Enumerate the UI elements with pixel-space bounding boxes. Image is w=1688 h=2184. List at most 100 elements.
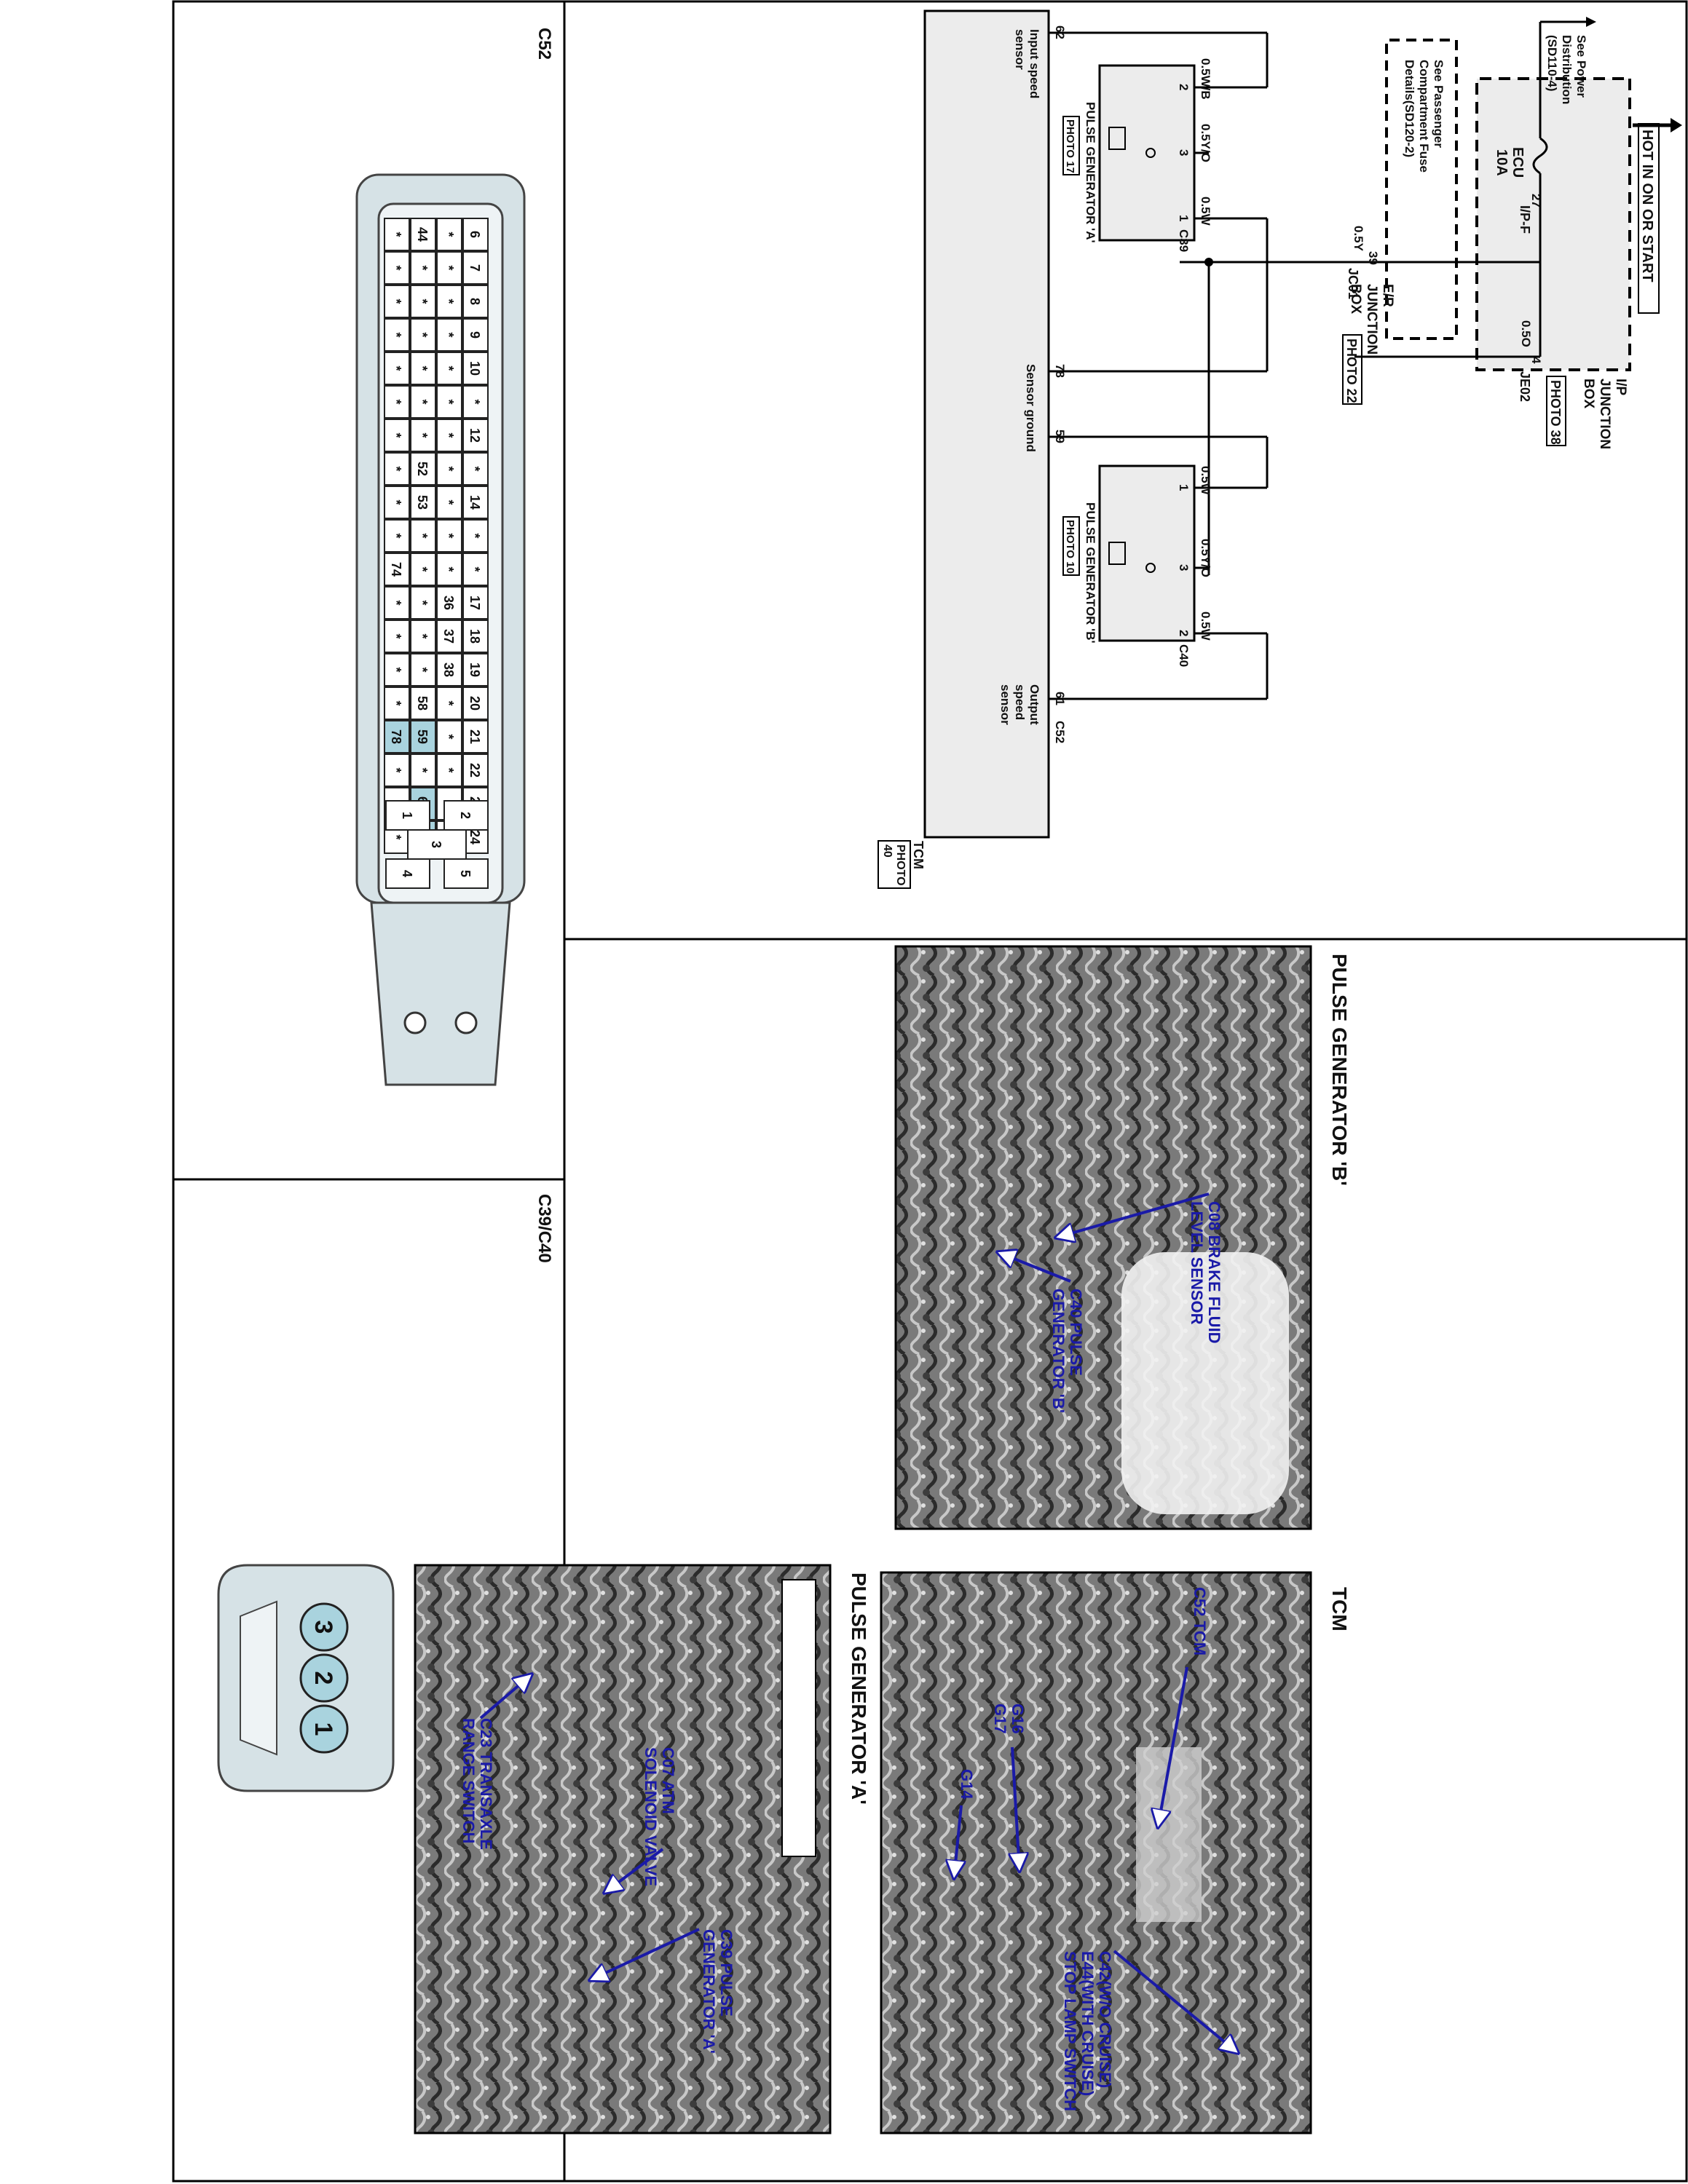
c52-pin: *: [410, 251, 436, 285]
passenger-note: See Passenger Compartment Fuse Details(S…: [1403, 60, 1446, 176]
c52-pin: *: [410, 285, 436, 318]
c52-pin: *: [462, 519, 489, 553]
pgb-callout-brake: C08 BRAKE FLUID LEVEL SENSOR: [1188, 1201, 1223, 1348]
c52-end-pin: 5: [443, 858, 489, 889]
c52-pin: *: [384, 419, 410, 452]
svg-text:37: 37: [441, 629, 456, 644]
c52-pin: 7: [462, 251, 489, 285]
tcm-photo: [880, 1571, 1312, 2134]
svg-text:*: *: [415, 298, 430, 304]
svg-text:*: *: [389, 633, 403, 638]
pgb-pin-left: 1: [1177, 484, 1191, 491]
svg-text:*: *: [441, 499, 456, 505]
svg-text:*: *: [389, 533, 403, 538]
c52-pin: *: [410, 318, 436, 352]
c52-end-pin: 1: [385, 800, 430, 831]
svg-text:74: 74: [389, 562, 403, 577]
tcm-photo-title: TCM: [1328, 1587, 1351, 1631]
tcm-pin-59: 59: [1053, 430, 1067, 443]
fuse-name: ECU: [1510, 147, 1526, 178]
svg-text:4: 4: [400, 870, 414, 877]
c52-pin: *: [436, 486, 462, 519]
c52-pin: 52: [410, 452, 436, 486]
c52-pin: 53: [410, 486, 436, 519]
c52-pin: *: [436, 687, 462, 720]
pga-pin-mid: 3: [1177, 149, 1191, 156]
pgb-wire-right: 0.5W: [1199, 612, 1212, 641]
c52-pin: 17: [462, 586, 489, 620]
pga-pin-right: 1: [1177, 215, 1191, 221]
tcm-pin-78: 78: [1053, 364, 1067, 378]
c52-connector-panel: C52 678910*12*14**1718192021222324******…: [355, 28, 554, 1086]
svg-text:*: *: [441, 432, 456, 438]
pga-wire-mid: 0.5Y/O: [1199, 124, 1212, 162]
svg-text:*: *: [389, 298, 403, 304]
svg-text:*: *: [415, 600, 430, 605]
svg-text:5: 5: [458, 870, 473, 877]
pgb-photo-title: PULSE GENERATOR 'B': [1328, 954, 1351, 1186]
tcm-callout-stop: C42(W/O CRUISE) E44(WITH CRUISE) STOP LA…: [1061, 1951, 1114, 2111]
tcm-pin-61: 61: [1053, 692, 1067, 705]
pga-callout-c39: C39 PULSE GENERATOR 'A': [700, 1929, 735, 2054]
photo-panels: PULSE GENERATOR 'B' C08 BRAKE FLUID LEVE…: [414, 945, 1351, 2134]
pulse-generator-b-box: [1098, 464, 1196, 642]
pga-wire-left: 0.5W/B: [1199, 58, 1212, 100]
svg-text:3: 3: [429, 841, 443, 848]
c52-pin: *: [436, 553, 462, 586]
svg-text:19: 19: [468, 662, 482, 677]
svg-text:44: 44: [415, 227, 430, 242]
svg-text:2: 2: [458, 812, 473, 819]
c39-pin-row: 321: [299, 1602, 349, 1754]
c52-pin: *: [410, 586, 436, 620]
pga-callout-c23: C23 TRANSAXLE RANGE SWITCH: [460, 1718, 495, 1854]
svg-text:52: 52: [415, 462, 430, 476]
c52-pin: *: [410, 553, 436, 586]
svg-text:*: *: [441, 533, 456, 538]
svg-text:*: *: [441, 767, 456, 772]
c52-pin: 58: [410, 687, 436, 720]
conn-ipf: I/P-F: [1518, 205, 1532, 234]
c52-pin: 20: [462, 687, 489, 720]
svg-text:*: *: [389, 466, 403, 471]
c52-pin: *: [410, 653, 436, 687]
svg-text:*: *: [415, 533, 430, 538]
svg-text:22: 22: [468, 763, 482, 778]
tcm-photo: PHOTO 40: [881, 844, 907, 889]
svg-text:*: *: [389, 432, 403, 438]
c52-pin: 14: [462, 486, 489, 519]
svg-text:*: *: [441, 298, 456, 304]
svg-text:*: *: [441, 365, 456, 371]
c52-pin: *: [384, 318, 410, 352]
c52-pin: *: [384, 653, 410, 687]
c52-pin: *: [384, 519, 410, 553]
svg-text:17: 17: [468, 596, 482, 610]
svg-text:6: 6: [468, 231, 482, 238]
c52-pin: 78: [384, 720, 410, 753]
svg-text:*: *: [415, 767, 430, 772]
svg-text:14: 14: [468, 495, 482, 510]
c52-pin: 37: [436, 620, 462, 653]
c52-pin: 44: [410, 218, 436, 251]
tcm-input-label: Input speed sensor: [1013, 29, 1041, 102]
c52-pin: *: [462, 452, 489, 486]
c52-pin: 36: [436, 586, 462, 620]
pga-photo: [414, 1564, 832, 2134]
pgb-pin-mid: 3: [1177, 564, 1191, 571]
pgb-photo: PHOTO 10: [1064, 520, 1076, 574]
c39-pin: 3: [299, 1602, 349, 1652]
c52-end-pin: 2: [443, 800, 489, 831]
conn-je02: JE02: [1518, 371, 1532, 402]
c52-pin: *: [384, 452, 410, 486]
c52-pin: *: [384, 218, 410, 251]
svg-text:8: 8: [468, 298, 482, 305]
pgb-callout-c40: C40 PULSE GENERATOR 'B': [1049, 1289, 1085, 1413]
svg-text:59: 59: [415, 729, 430, 744]
svg-text:*: *: [389, 265, 403, 270]
c52-pin: 38: [436, 653, 462, 687]
er-junction-box: [1385, 39, 1458, 340]
svg-text:*: *: [389, 767, 403, 772]
fuse-rating: 10A: [1494, 149, 1510, 176]
tcm-conn: C52: [1053, 721, 1067, 743]
svg-text:*: *: [389, 700, 403, 705]
svg-text:24: 24: [468, 830, 482, 844]
